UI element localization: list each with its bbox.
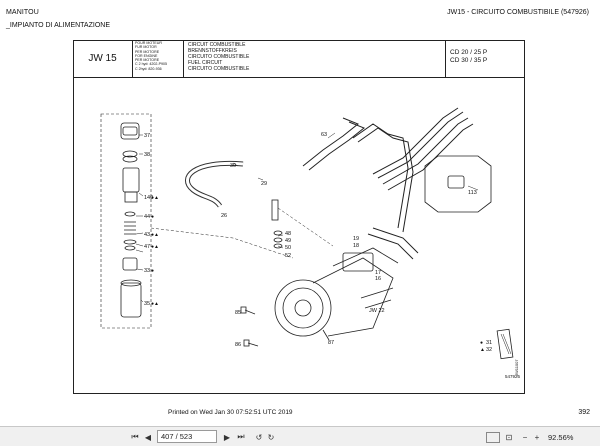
title-name: CIRCUITO COMBUSTIBLE [188,54,250,60]
engine-line: PER MOTORE [135,49,160,54]
svg-text:●: ● [151,268,154,274]
callout-leaders [135,132,479,303]
clip-part [447,175,465,189]
engine-line: POUR MOTEUR [135,41,162,45]
model-list: CD 20 / 25 P CD 30 / 35 P [445,40,525,77]
first-page-icon[interactable]: ⏮ [131,432,139,441]
callout-48: 48 [285,231,291,237]
exploded-view-drawing: 37 38 140 44 43 47 33 35 30 29 26 63 113… [100,107,521,379]
leader-dashed [277,207,334,247]
prev-page-icon[interactable]: ◀ [144,432,152,442]
svg-text:●▲: ●▲ [151,244,159,250]
callout-31: 31 [486,340,492,346]
zoom-in-icon[interactable]: + [534,432,540,442]
callout-49: 49 [285,238,291,244]
callout-18: 18 [353,243,359,249]
leader-dashed [150,227,294,259]
title-name: FUEL CIRCUIT [188,60,223,66]
document-page: MANITOU JW15 - CIRCUITO COMBUSTIBILE (54… [6,9,590,416]
next-page-icon[interactable]: ▶ [223,432,231,442]
callout-38: 38 [144,152,150,158]
callout-140: 140 [144,195,153,201]
engine-line: FOR ENGINE [135,53,158,58]
title-name: BRENNSTOFFKREIS [188,48,237,54]
model-line: CD 30 / 35 P [450,57,488,64]
brand-label: MANITOU [6,9,39,16]
title-names: CIRCUIT COMBUSTIBLE BRENNSTOFFKREIS CIRC… [184,40,369,77]
callout-63: 63 [321,132,327,138]
plate-part [496,328,514,360]
callout-37: 37 [144,133,150,139]
svg-text:●▲: ●▲ [151,195,159,201]
plate-hatch [500,333,512,355]
svg-text:●: ● [480,340,483,346]
zoom-out-icon[interactable]: − [522,432,528,442]
injection-pipes [302,107,474,260]
callout-35: 35 [144,301,150,307]
callout-47: 47 [144,244,150,250]
symbol-markers: ●▲ ● ●▲ ●▲ ● ●▲ ● ▲ [151,195,485,353]
washer-parts [273,230,283,249]
callout-29: 29 [261,181,267,187]
callout-26: 26 [221,213,227,219]
callout-113: 113 [468,190,477,196]
title-name: CIRCUITO COMBUSTIBLE [188,66,250,72]
drawing-frame [73,40,525,394]
callout-16: 16 [375,276,381,282]
callout-50: 50 [285,245,291,251]
rotate-ccw-icon[interactable]: ↺ [255,432,263,442]
page-number-input[interactable]: 407 / 523 [157,430,217,443]
callout-86: 86 [235,342,241,348]
vertical-ref: JW11007 [514,359,519,376]
pump-internals-parts [120,122,142,318]
viewer-toolbar: ⏮ ◀ 407 / 523 ▶ ⏭ ↺ ↻ ⊡ − + 92.56% [0,426,600,446]
title-block: JW 15 POUR MOTEUR FUR MOTOR PER MOTORE F… [73,40,525,78]
callout-30: 30 [230,163,236,169]
exploded-boundary [100,113,152,329]
filter-part [271,199,279,221]
injection-pump-body [274,247,399,337]
svg-text:●: ● [151,214,154,220]
section-title: _IMPIANTO DI ALIMENTAZIONE [6,22,110,29]
last-page-icon[interactable]: ⏭ [237,432,245,441]
callout-87: 87 [328,340,334,346]
serial-line: C 2 hyd: 4202-P905 [135,62,167,67]
page-number: 392 [578,409,590,416]
bolt-parts [240,306,330,347]
zoom-level[interactable]: 92.56% [548,433,574,442]
title-name: CIRCUIT COMBUSTIBLE [188,42,246,48]
callout-19: 19 [353,236,359,242]
svg-text:●▲: ●▲ [151,232,159,238]
engine-line: FUR MOTOR [135,45,157,50]
callout-52: 52 [285,253,291,259]
doc-code: JW15 - CIRCUITO COMBUSTIBILE (547926) [447,9,589,16]
engine-list: POUR MOTEUR FUR MOTOR PER MOTORE FOR ENG… [133,40,184,77]
fit-width-icon[interactable]: ⊡ [505,432,513,442]
callout-44: 44 [144,214,150,220]
detail-box [424,155,492,213]
rotate-cw-icon[interactable]: ↻ [267,432,275,442]
fit-page-icon[interactable] [486,432,500,443]
callout-jw22: JW 22 [369,308,385,314]
callout-43: 43 [144,232,150,238]
callout-17: 17 [375,270,381,276]
printed-date: Printed on Wed Jan 30 07:52:51 UTC 2019 [168,409,293,416]
drawing-ref: 547926 [505,374,521,379]
svg-text:●▲: ●▲ [151,301,159,307]
callout-85: 85 [235,310,241,316]
title-code: JW 15 [73,40,133,77]
fuel-hose-inner [186,161,244,207]
callout-32: 32 [486,347,492,353]
serial-line: C 2hyd: 820-936 [135,66,162,71]
svg-text:▲: ▲ [480,347,485,353]
model-line: CD 20 / 25 P [450,49,488,56]
engine-line: PER MOTORE [135,58,160,63]
callout-33: 33 [144,268,150,274]
